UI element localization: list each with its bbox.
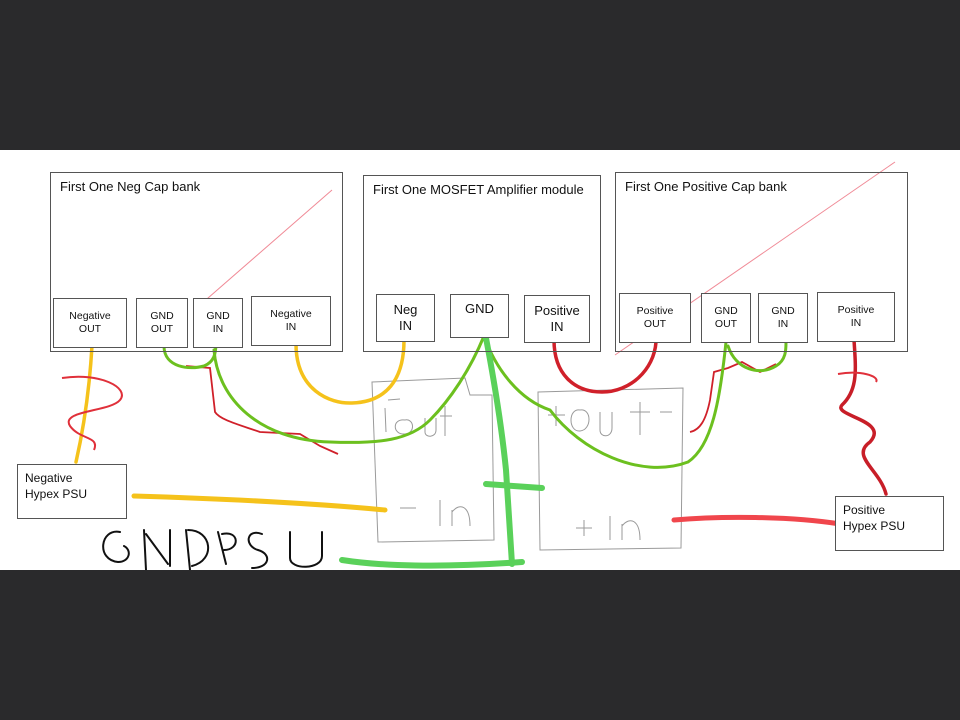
neg-cap-port-gnd-in: GND IN bbox=[193, 298, 243, 348]
wire-psu-to-plus-in bbox=[671, 514, 843, 527]
sketch-box-right bbox=[537, 387, 684, 551]
wire-amp-gnd-to-pos-bank bbox=[482, 334, 728, 469]
strike-line-left bbox=[199, 189, 333, 306]
negative-hypex-psu: Negative Hypex PSU bbox=[17, 464, 127, 519]
neg-cap-bank: First One Neg Cap bank bbox=[50, 172, 343, 352]
sketch-plus-in bbox=[576, 516, 641, 541]
handwritten-gnd-psu bbox=[102, 529, 323, 570]
wire-gnd-vertical-bus bbox=[483, 335, 515, 567]
pos-cap-port-gnd-in: GND IN bbox=[758, 293, 808, 343]
wire-psu-to-minus-in bbox=[131, 493, 388, 513]
wire-gnd-to-psu-text bbox=[339, 557, 525, 569]
pos-cap-bank: First One Positive Cap bank bbox=[615, 172, 908, 352]
sketch-minus-in bbox=[400, 500, 471, 527]
wire-gnd-red-right bbox=[689, 360, 777, 433]
port-label: GND bbox=[465, 301, 494, 316]
psu-label-line2: Hypex PSU bbox=[843, 519, 906, 533]
port-label: Positive IN bbox=[837, 304, 875, 329]
port-label: Negative OUT bbox=[69, 310, 111, 335]
neg-cap-port-gnd-out: GND OUT bbox=[136, 298, 188, 348]
amp-port-gnd: GND bbox=[450, 294, 509, 338]
neg-cap-port-negative-out: Negative OUT bbox=[53, 298, 127, 348]
wire-gnd-in-to-amp-gnd bbox=[212, 334, 486, 444]
amp-port-positive-in: Positive IN bbox=[524, 295, 590, 343]
port-label: Positive IN bbox=[534, 303, 580, 334]
port-label: GND OUT bbox=[714, 305, 738, 330]
port-label: GND OUT bbox=[150, 310, 174, 335]
port-label: Negative IN bbox=[270, 308, 312, 333]
positive-hypex-psu: Positive Hypex PSU bbox=[835, 496, 944, 551]
psu-label-line1: Negative bbox=[25, 471, 73, 485]
pos-cap-port-positive-in: Positive IN bbox=[817, 292, 895, 342]
pos-cap-port-gnd-out: GND OUT bbox=[701, 293, 751, 343]
diagram-canvas: First One Neg Cap bank Negative OUT GND … bbox=[0, 150, 960, 570]
neg-cap-port-negative-in: Negative IN bbox=[251, 296, 331, 346]
pos-cap-port-positive-out: Positive OUT bbox=[619, 293, 691, 343]
wire-neg-psu-squiggle bbox=[61, 375, 123, 451]
wire-neg-out-to-psu bbox=[74, 344, 94, 464]
amp-port-neg-in: Neg IN bbox=[376, 294, 435, 342]
port-label: Positive OUT bbox=[636, 305, 674, 330]
port-label: GND IN bbox=[206, 310, 230, 335]
wire-pos-psu-squiggle bbox=[837, 371, 878, 383]
wire-neg-in-to-amp bbox=[294, 338, 406, 405]
port-label: GND IN bbox=[771, 305, 795, 330]
wire-gnd-cross-bar bbox=[483, 481, 545, 491]
wire-pos-in-to-psu bbox=[839, 338, 888, 496]
sketch-plus-out bbox=[548, 402, 672, 437]
wire-amp-pos-to-cap bbox=[552, 338, 658, 394]
wire-gnd-out-gnd-in-right bbox=[726, 340, 788, 373]
psu-label-line2: Hypex PSU bbox=[25, 487, 88, 501]
sketch-box-left bbox=[371, 377, 495, 543]
mosfet-amp-title: First One MOSFET Amplifier module bbox=[373, 182, 584, 197]
pos-cap-bank-title: First One Positive Cap bank bbox=[625, 179, 787, 194]
psu-label-line1: Positive bbox=[843, 503, 886, 517]
wiring-layer bbox=[61, 161, 896, 570]
neg-cap-bank-title: First One Neg Cap bank bbox=[60, 179, 201, 194]
mosfet-amp-module: First One MOSFET Amplifier module bbox=[363, 175, 601, 352]
port-label: Neg IN bbox=[393, 302, 418, 333]
